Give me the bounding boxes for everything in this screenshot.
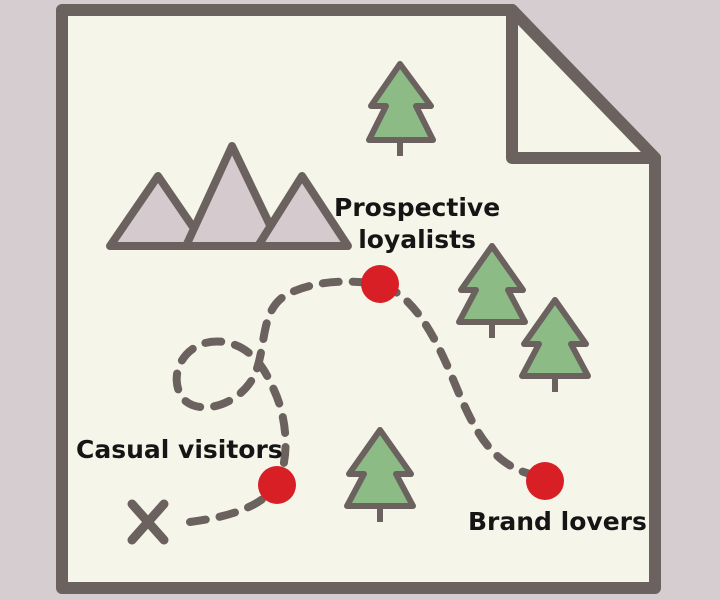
dashed-trail bbox=[172, 277, 534, 526]
folded-corner bbox=[506, 4, 661, 164]
x-mark-icon bbox=[127, 499, 169, 545]
pine-tree-top bbox=[366, 61, 436, 156]
stop-label-brand: Brand lovers bbox=[468, 506, 647, 538]
mountain-range-icon bbox=[106, 142, 352, 250]
stop-label-line: Brand lovers bbox=[468, 507, 647, 536]
stop-label-casual: Casual visitors bbox=[76, 434, 283, 466]
mountain-right bbox=[254, 172, 352, 250]
pine-tree-middle bbox=[456, 243, 528, 338]
stop-label-line: loyalists bbox=[358, 225, 476, 254]
pine-tree-right bbox=[519, 297, 591, 392]
red-dot-icon-brand bbox=[526, 462, 564, 500]
red-dot-icon-casual bbox=[258, 466, 296, 504]
pine-tree-icon bbox=[344, 61, 591, 522]
stop-label-prospective: Prospective loyalists bbox=[334, 192, 500, 256]
red-dot-icon-prospective bbox=[361, 265, 399, 303]
stop-label-line: Casual visitors bbox=[76, 435, 283, 464]
mountain-center bbox=[182, 142, 284, 250]
pine-tree-bottom bbox=[344, 427, 416, 522]
stop-label-line: Prospective bbox=[334, 193, 501, 222]
mountain-left bbox=[106, 172, 210, 250]
